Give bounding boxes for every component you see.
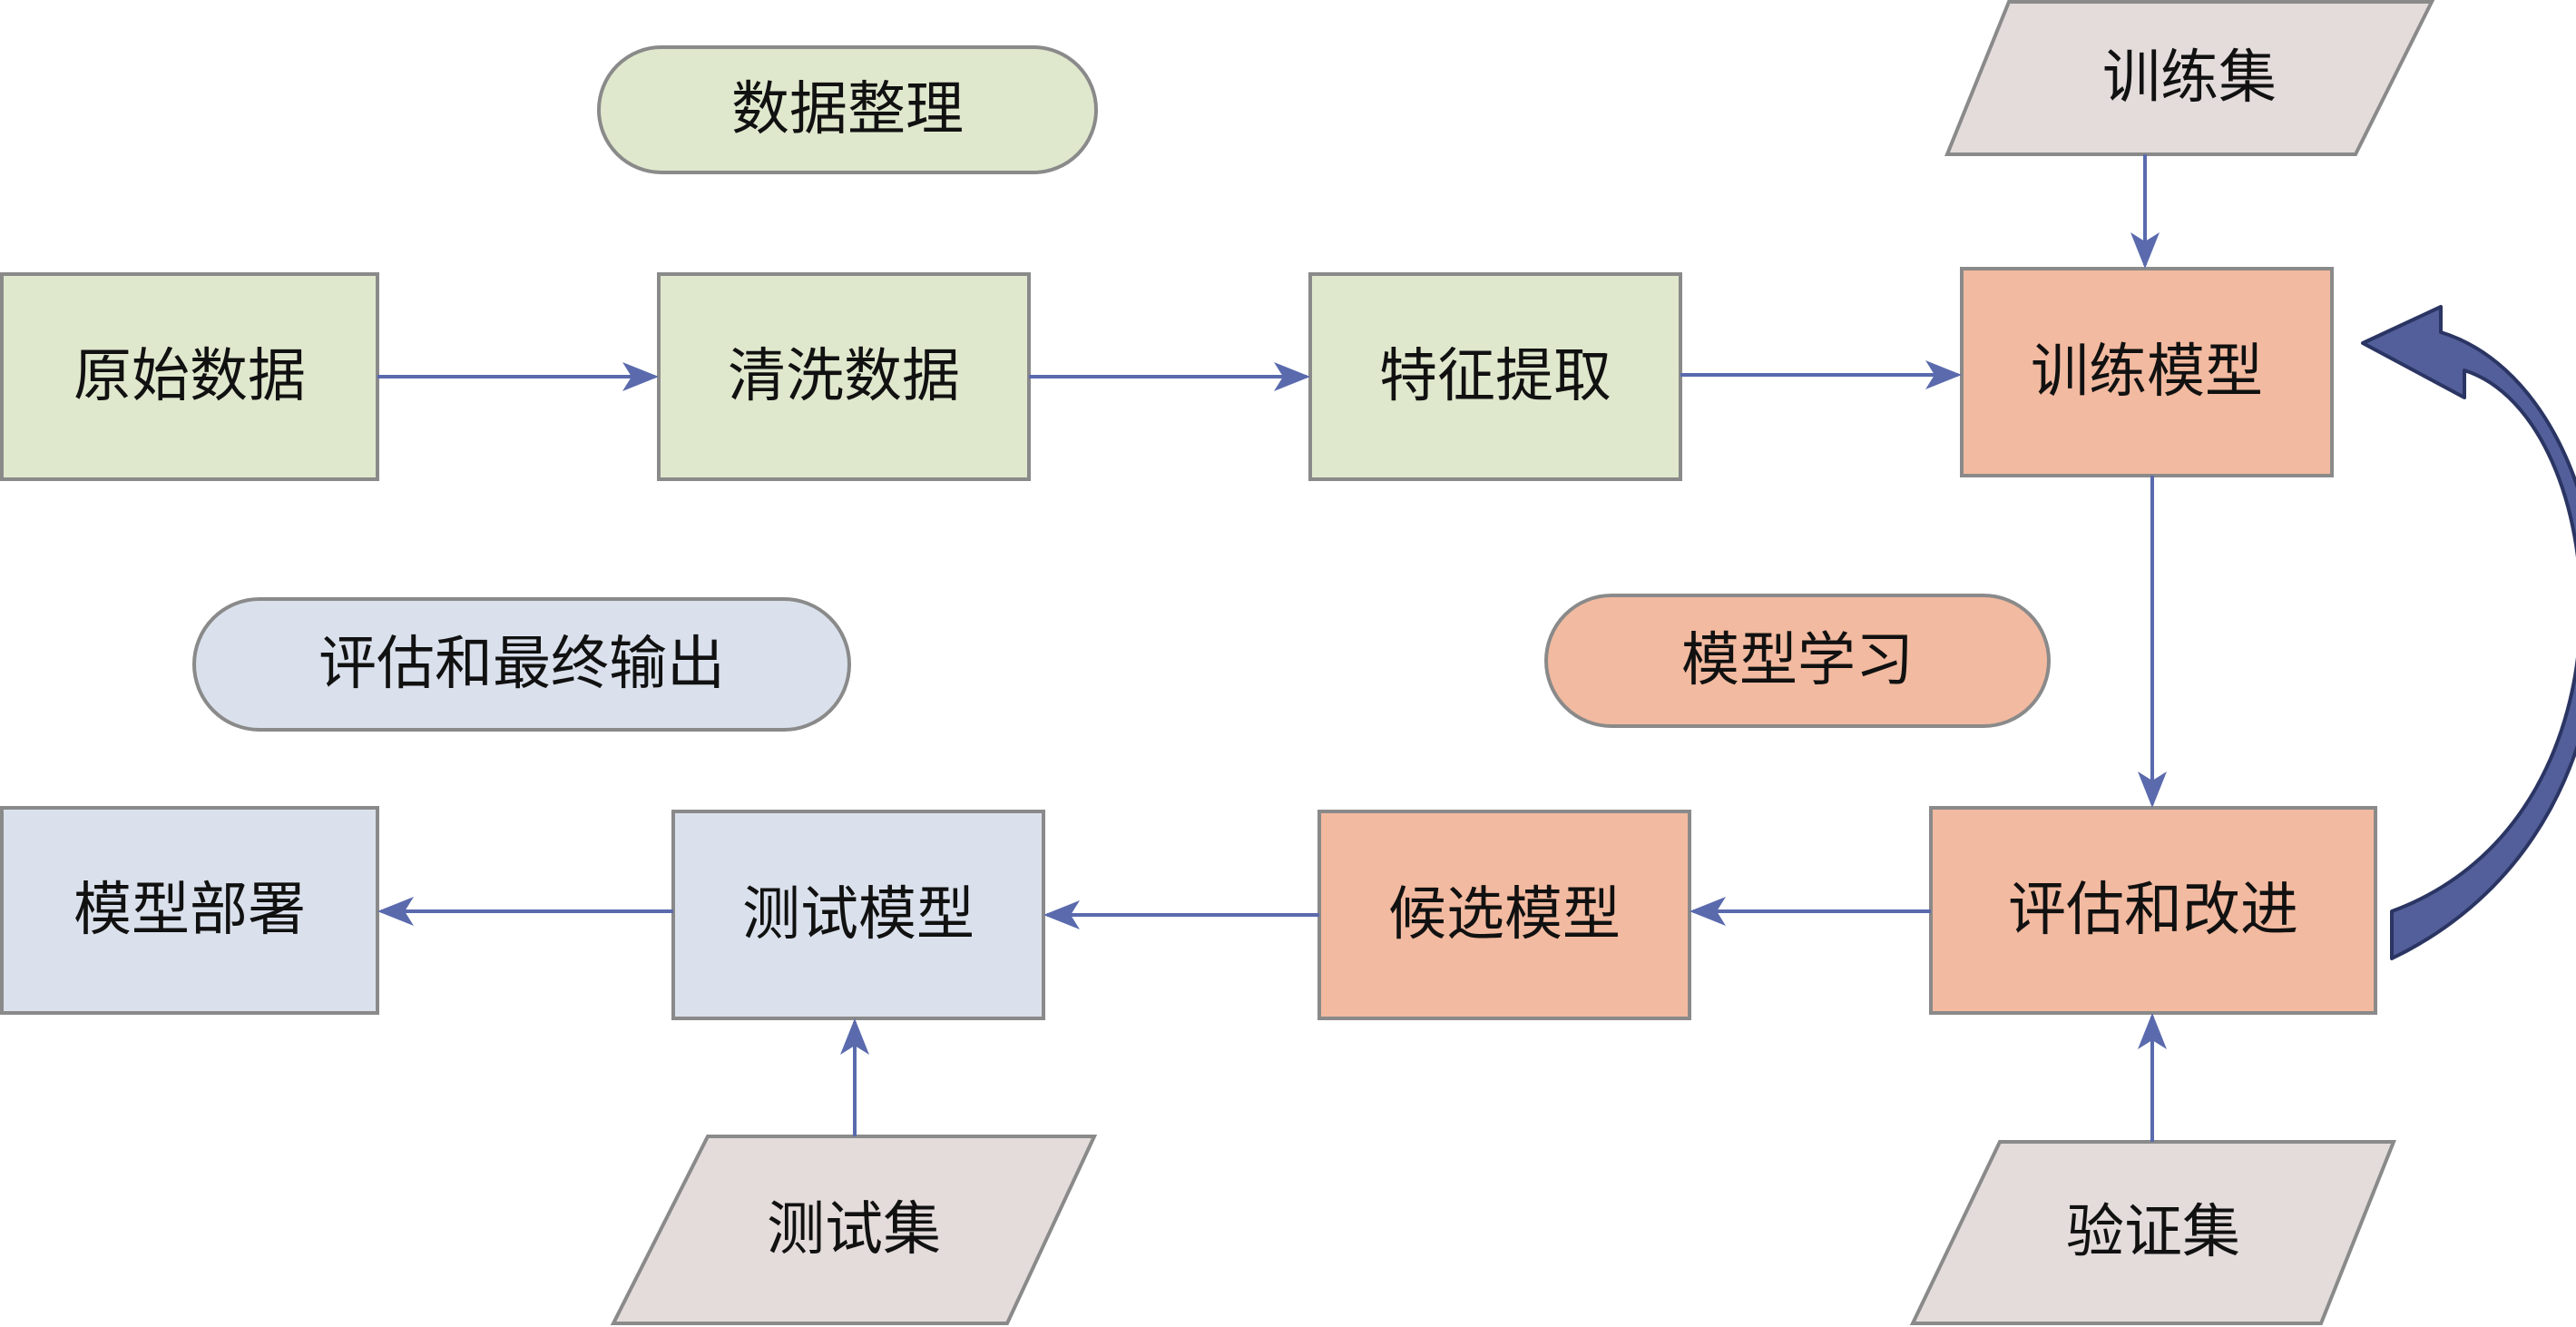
stage-eval-output: 评估和最终输出 bbox=[192, 597, 851, 732]
node-feature-extraction: 特征提取 bbox=[1308, 272, 1682, 481]
node-model-deploy-label: 模型部署 bbox=[73, 877, 306, 944]
node-evaluate-improve-label: 评估和改进 bbox=[2008, 877, 2298, 944]
dataset-train-set: 训练集 bbox=[1944, 0, 2435, 156]
node-evaluate-improve: 评估和改进 bbox=[1929, 806, 2377, 1015]
dataset-train-set-label: 训练集 bbox=[2102, 44, 2277, 112]
node-raw-data-label: 原始数据 bbox=[73, 343, 306, 410]
stage-model-learning-label: 模型学习 bbox=[1681, 627, 1914, 694]
feedback-loop-arrow bbox=[2361, 305, 2576, 960]
stage-model-learning: 模型学习 bbox=[1544, 594, 2051, 728]
dataset-validation-set: 验证集 bbox=[1909, 1140, 2396, 1325]
dataset-test-set-label: 测试集 bbox=[767, 1196, 941, 1263]
dataset-validation-set-label: 验证集 bbox=[2066, 1199, 2240, 1266]
node-train-model-label: 训练模型 bbox=[2031, 339, 2263, 406]
node-test-model: 测试模型 bbox=[671, 810, 1045, 1020]
node-feature-extraction-label: 特征提取 bbox=[1379, 343, 1611, 410]
node-candidate-model-label: 候选模型 bbox=[1388, 881, 1621, 949]
stage-eval-output-label: 评估和最终输出 bbox=[318, 631, 725, 698]
node-clean-data-label: 清洗数据 bbox=[728, 343, 960, 410]
node-test-model-label: 测试模型 bbox=[742, 881, 975, 949]
node-clean-data: 清洗数据 bbox=[657, 272, 1031, 481]
node-train-model: 训练模型 bbox=[1960, 267, 2334, 477]
node-model-deploy: 模型部署 bbox=[0, 806, 379, 1015]
node-raw-data: 原始数据 bbox=[0, 272, 379, 481]
node-candidate-model: 候选模型 bbox=[1317, 810, 1691, 1020]
stage-data-prep-label: 数据整理 bbox=[731, 76, 964, 143]
stage-data-prep: 数据整理 bbox=[597, 45, 1098, 174]
dataset-test-set: 测试集 bbox=[610, 1135, 1098, 1325]
